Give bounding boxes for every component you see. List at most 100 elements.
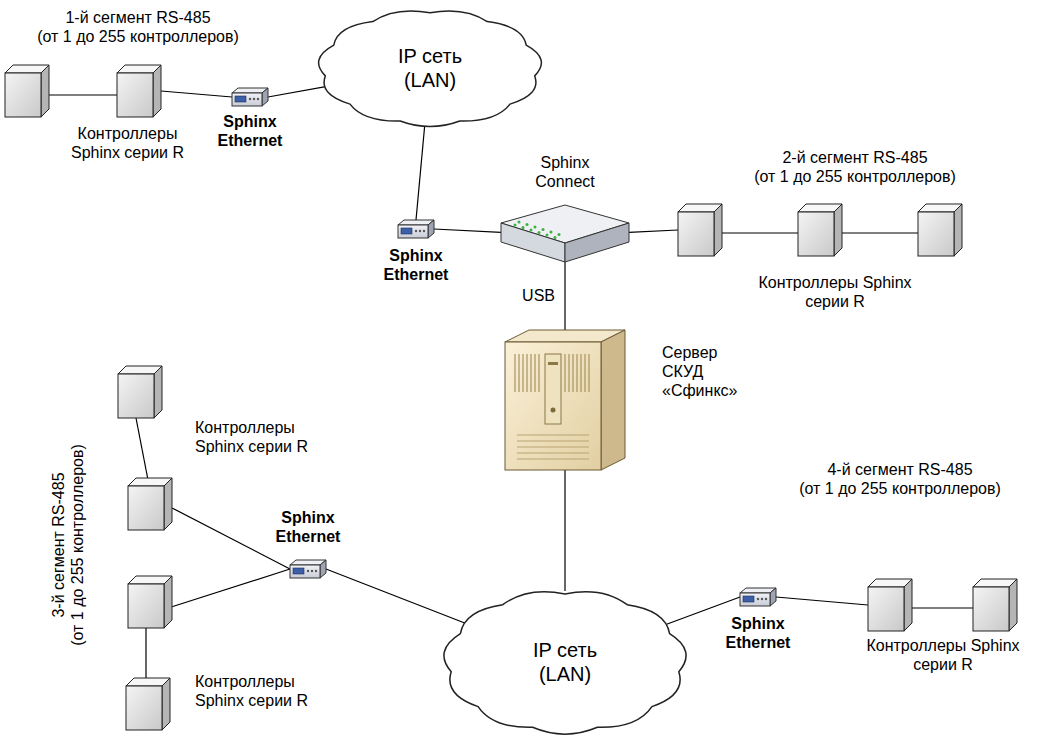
connect-icon — [501, 205, 629, 262]
group-node: Контроллеры Sphinx серии R — [126, 576, 172, 730]
ethernet-led — [765, 598, 767, 600]
node-label: Sphinx Ethernet — [371, 246, 461, 284]
rs485-wire — [136, 418, 148, 480]
server-vent — [572, 354, 573, 392]
server-vent — [584, 354, 585, 392]
controller-side — [954, 204, 962, 256]
server-vent — [576, 354, 577, 392]
segment-label: 4-й сегмент RS-485 (от 1 до 255 контролл… — [799, 460, 1001, 498]
ethernet-front — [740, 593, 770, 606]
server-vent — [534, 354, 535, 392]
server-vent — [518, 354, 519, 392]
controller-side — [164, 576, 172, 628]
ethernet-front — [232, 93, 262, 106]
server-side — [601, 330, 625, 470]
group-icon — [868, 578, 1017, 632]
ethernet-front — [290, 565, 320, 578]
cloud-icon — [440, 588, 690, 736]
server-vent — [564, 354, 565, 392]
connect-led — [530, 229, 533, 232]
cloud-node: IP сеть (LAN) — [315, 8, 545, 128]
eth-icon — [398, 220, 434, 238]
ethernet-side — [770, 588, 776, 606]
connect-led — [526, 223, 529, 226]
connect-led — [522, 226, 525, 229]
connect-led — [554, 236, 557, 239]
connect-side — [565, 223, 629, 262]
connect-led — [542, 228, 545, 231]
network-link — [564, 262, 565, 330]
cloud-outline — [319, 11, 542, 127]
connect-node: Sphinx Connect — [501, 205, 629, 262]
controller-front — [868, 587, 904, 631]
node-label: IP сеть (LAN) — [520, 638, 610, 686]
network-link — [326, 569, 465, 623]
node-label: Сервер СКУД «Сфинкс» — [662, 343, 747, 401]
server-slot — [548, 362, 558, 365]
server-vent — [568, 354, 569, 392]
server-vent — [517, 453, 589, 454]
ethernet-led — [761, 598, 763, 600]
controller-side — [164, 478, 172, 530]
server-button — [551, 408, 556, 413]
eth-icon — [232, 88, 268, 106]
controller-front — [918, 212, 954, 256]
controller-side — [904, 579, 912, 631]
connect-led — [546, 234, 549, 237]
cloud-icon — [315, 8, 545, 128]
ethernet-led — [415, 230, 417, 232]
node-label: IP сеть (LAN) — [385, 44, 475, 92]
node-label: Sphinx Connect — [520, 153, 610, 191]
controller-front — [128, 584, 164, 628]
network-link — [667, 597, 740, 624]
controller-front — [117, 73, 153, 117]
segment-label: 1-й сегмент RS-485 (от 1 до 255 контролл… — [37, 8, 239, 46]
connect-led — [558, 233, 561, 236]
controller-front — [118, 374, 154, 418]
server-vent — [538, 354, 539, 392]
connect-front — [501, 223, 565, 262]
eth-node: Sphinx Ethernet — [740, 588, 776, 606]
connect-led — [518, 221, 521, 224]
rs485-wire — [842, 232, 918, 233]
group-node: Контроллеры Sphinx серии R — [678, 203, 962, 257]
server-vent — [580, 354, 581, 392]
network-link — [172, 569, 290, 607]
server-vent — [530, 354, 531, 392]
ethernet-port — [235, 96, 246, 102]
ethernet-front — [398, 225, 428, 238]
node-label: Контроллеры Sphinx серии R — [65, 124, 190, 162]
cloud-outline — [444, 592, 686, 735]
server-front — [505, 342, 601, 470]
ethernet-led — [307, 570, 309, 572]
controller-front — [5, 73, 41, 117]
controller-side — [1009, 579, 1017, 631]
ethernet-led — [253, 98, 255, 100]
controller-side — [162, 678, 170, 730]
eth-node: Sphinx Ethernet — [398, 220, 434, 238]
node-label: Sphinx Ethernet — [713, 614, 803, 652]
cloud-node: IP сеть (LAN) — [440, 588, 690, 736]
rs485-wire — [49, 94, 117, 95]
connect-led — [550, 231, 553, 234]
eth-node: Sphinx Ethernet — [232, 88, 268, 106]
controller-side — [153, 65, 161, 117]
network-link — [434, 229, 501, 232]
controller-front — [973, 587, 1009, 631]
group-icon — [126, 576, 172, 730]
rs485-wire — [145, 628, 146, 680]
node-label: Sphinx Ethernet — [263, 508, 353, 546]
group-icon — [678, 203, 962, 257]
eth-node: Sphinx Ethernet — [290, 560, 326, 578]
ethernet-port — [293, 568, 304, 574]
ethernet-led — [311, 570, 313, 572]
controller-front — [128, 486, 164, 530]
server-node: Сервер СКУД «Сфинкс» — [505, 330, 625, 470]
network-link — [776, 597, 868, 605]
group-node: Контроллеры Sphinx серии R — [868, 578, 1017, 632]
network-link — [564, 470, 565, 591]
server-vent — [514, 354, 515, 392]
ethernet-led — [315, 570, 317, 572]
link-label: USB — [520, 286, 557, 305]
controller-side — [714, 204, 722, 256]
